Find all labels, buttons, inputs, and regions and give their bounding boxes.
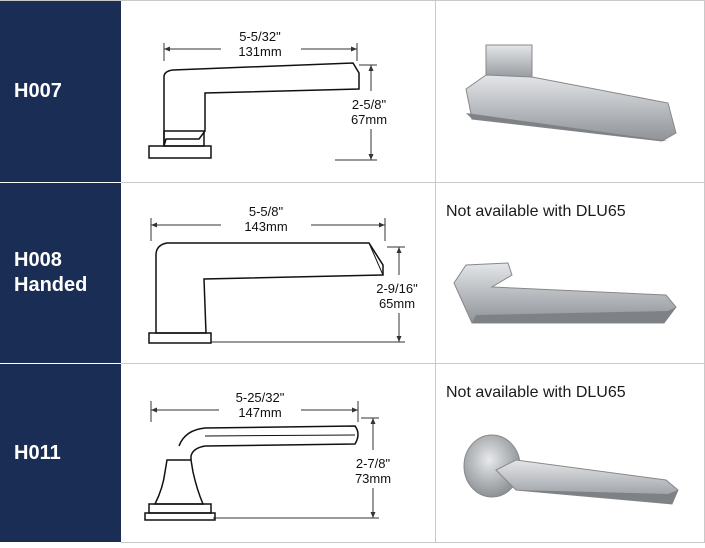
availability-note: Not available with DLU65 [446, 384, 626, 401]
height-mm: 65mm [379, 296, 415, 311]
length-inches: 5-5/32" [239, 29, 281, 44]
dimension-drawing: 5-5/32" 131mm 2-5/8" 67mm [121, 0, 436, 183]
lever-outline-drawing: 5-25/32" 147mm 2-7/8" 73mm [144, 390, 391, 521]
height-mm: 67mm [351, 112, 387, 127]
dimension-drawing: 5-25/32" 147mm 2-7/8" 73mm [121, 364, 436, 543]
availability-note: Not available with DLU65 [446, 203, 626, 220]
lever-photo-image [453, 262, 677, 324]
length-mm: 131mm [238, 44, 281, 59]
height-mm: 73mm [355, 471, 391, 486]
length-inches: 5-5/8" [249, 204, 284, 219]
lever-photo-image [463, 434, 679, 505]
lever-outline-drawing: 5-5/32" 131mm 2-5/8" 67mm [148, 29, 387, 161]
length-inches: 5-25/32" [236, 390, 285, 405]
lever-photo-image [465, 44, 677, 142]
height-inches: 2-9/16" [376, 281, 418, 296]
dimension-drawing: 5-5/8" 143mm 2-9/16" 65mm [121, 183, 436, 364]
length-mm: 147mm [238, 405, 281, 420]
model-cell: H011 [0, 364, 121, 543]
table-row: H008 Handed 5-5/8" 143mm 2-9/16" 65mm [0, 183, 705, 364]
model-label: H007 [14, 80, 62, 102]
model-cell: H008 Handed [0, 183, 121, 364]
length-mm: 143mm [244, 219, 287, 234]
table-row: H011 5-25/32" 147mm 2-7/8" 73mm [0, 364, 705, 543]
table-row: H007 5-5/32" 131mm 2-5/8" [0, 0, 705, 183]
model-cell: H007 [0, 0, 121, 183]
lever-photo: Not available with DLU65 [436, 364, 705, 543]
height-inches: 2-7/8" [356, 456, 391, 471]
lever-photo [436, 0, 705, 183]
lever-outline-drawing: 5-5/8" 143mm 2-9/16" 65mm [148, 204, 418, 344]
model-label: H008 Handed [14, 249, 88, 296]
lever-photo: Not available with DLU65 [436, 183, 705, 364]
model-label: H011 [14, 441, 61, 464]
height-inches: 2-5/8" [352, 97, 387, 112]
